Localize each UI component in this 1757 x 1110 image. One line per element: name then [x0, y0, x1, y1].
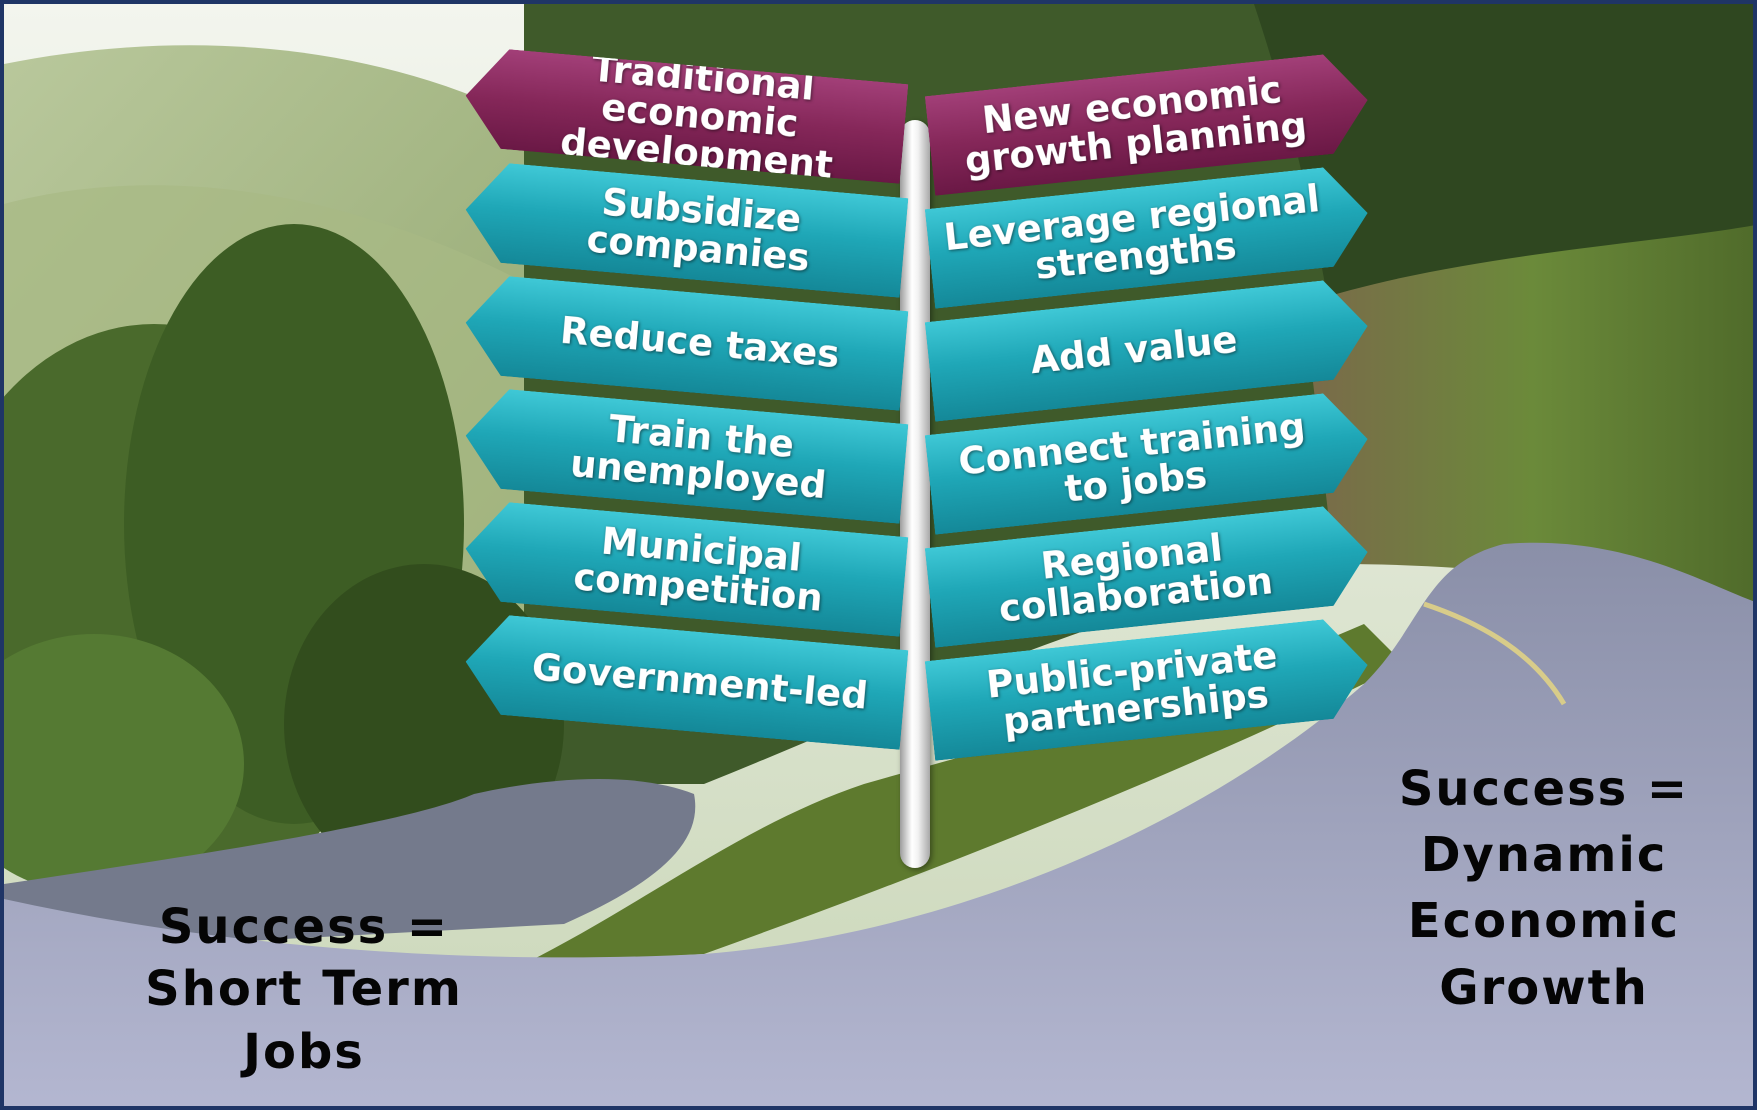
caption-short-term-jobs: Success = Short Term Jobs [145, 899, 463, 1080]
caption-dynamic-growth: Success = Dynamic Economic Growth [1398, 761, 1690, 1016]
right-sign-label: Add value [1028, 317, 1240, 383]
signpost-pole [900, 120, 930, 868]
road-photo-background [4, 4, 1753, 1106]
left-sign-label: Government-led [530, 645, 870, 718]
left-sign-label: Reduce taxes [558, 309, 842, 377]
